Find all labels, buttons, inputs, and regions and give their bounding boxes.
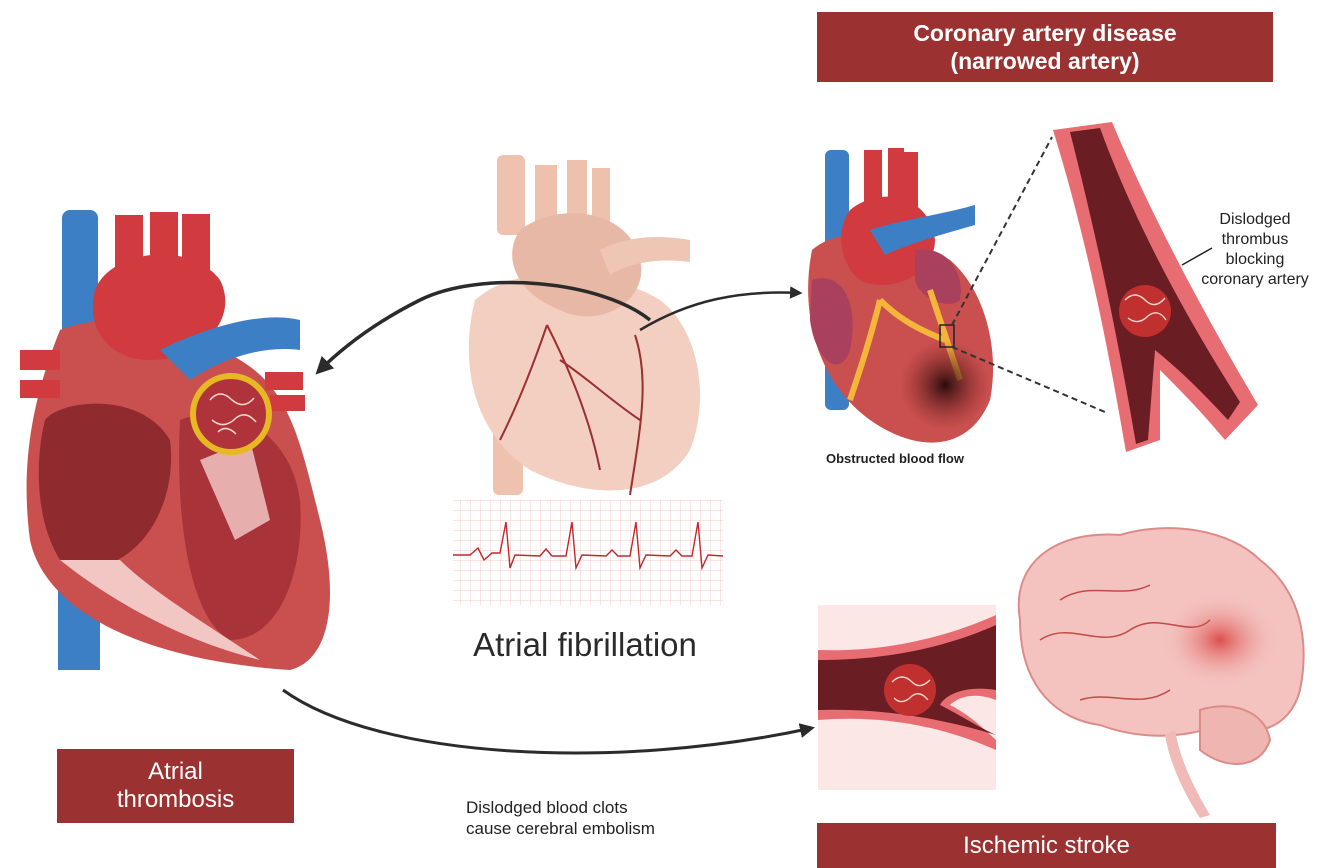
- thrombus-line: Dislodged: [1180, 210, 1330, 230]
- ischemic-heart-icon: [808, 137, 1105, 443]
- cad-title-line1: Coronary artery disease: [913, 19, 1176, 47]
- pale-heart-icon: [469, 155, 700, 495]
- clots-line: Dislodged blood clots: [466, 797, 655, 818]
- cad-title-box: Coronary artery disease (narrowed artery…: [817, 12, 1273, 82]
- heart-cross-section-icon: [20, 210, 330, 670]
- dislodged-clots-label: Dislodged blood clots cause cerebral emb…: [466, 797, 655, 839]
- ecg-trace-icon: [453, 500, 723, 605]
- dislodged-thrombus-label: Dislodged thrombus blocking coronary art…: [1180, 210, 1330, 290]
- obstructed-flow-label: Obstructed blood flow: [826, 451, 964, 466]
- stroke-title: Ischemic stroke: [963, 832, 1130, 860]
- blocked-vessel-icon: [818, 605, 996, 790]
- thrombosis-title-box: Atrial thrombosis: [57, 749, 294, 823]
- arrow-to-stroke: [283, 690, 812, 753]
- stroke-title-box: Ischemic stroke: [817, 823, 1276, 868]
- thrombus-line: blocking: [1180, 250, 1330, 270]
- thrombosis-title-line1: Atrial: [148, 758, 203, 786]
- clots-line: cause cerebral embolism: [466, 818, 655, 839]
- thrombus-line: thrombus: [1180, 230, 1330, 250]
- cad-title-line2: (narrowed artery): [950, 47, 1139, 75]
- brain-icon: [1019, 528, 1304, 818]
- thrombosis-title-line2: thrombosis: [117, 786, 234, 814]
- thrombus-line: coronary artery: [1180, 270, 1330, 290]
- atrial-fibrillation-label: Atrial fibrillation: [440, 626, 730, 664]
